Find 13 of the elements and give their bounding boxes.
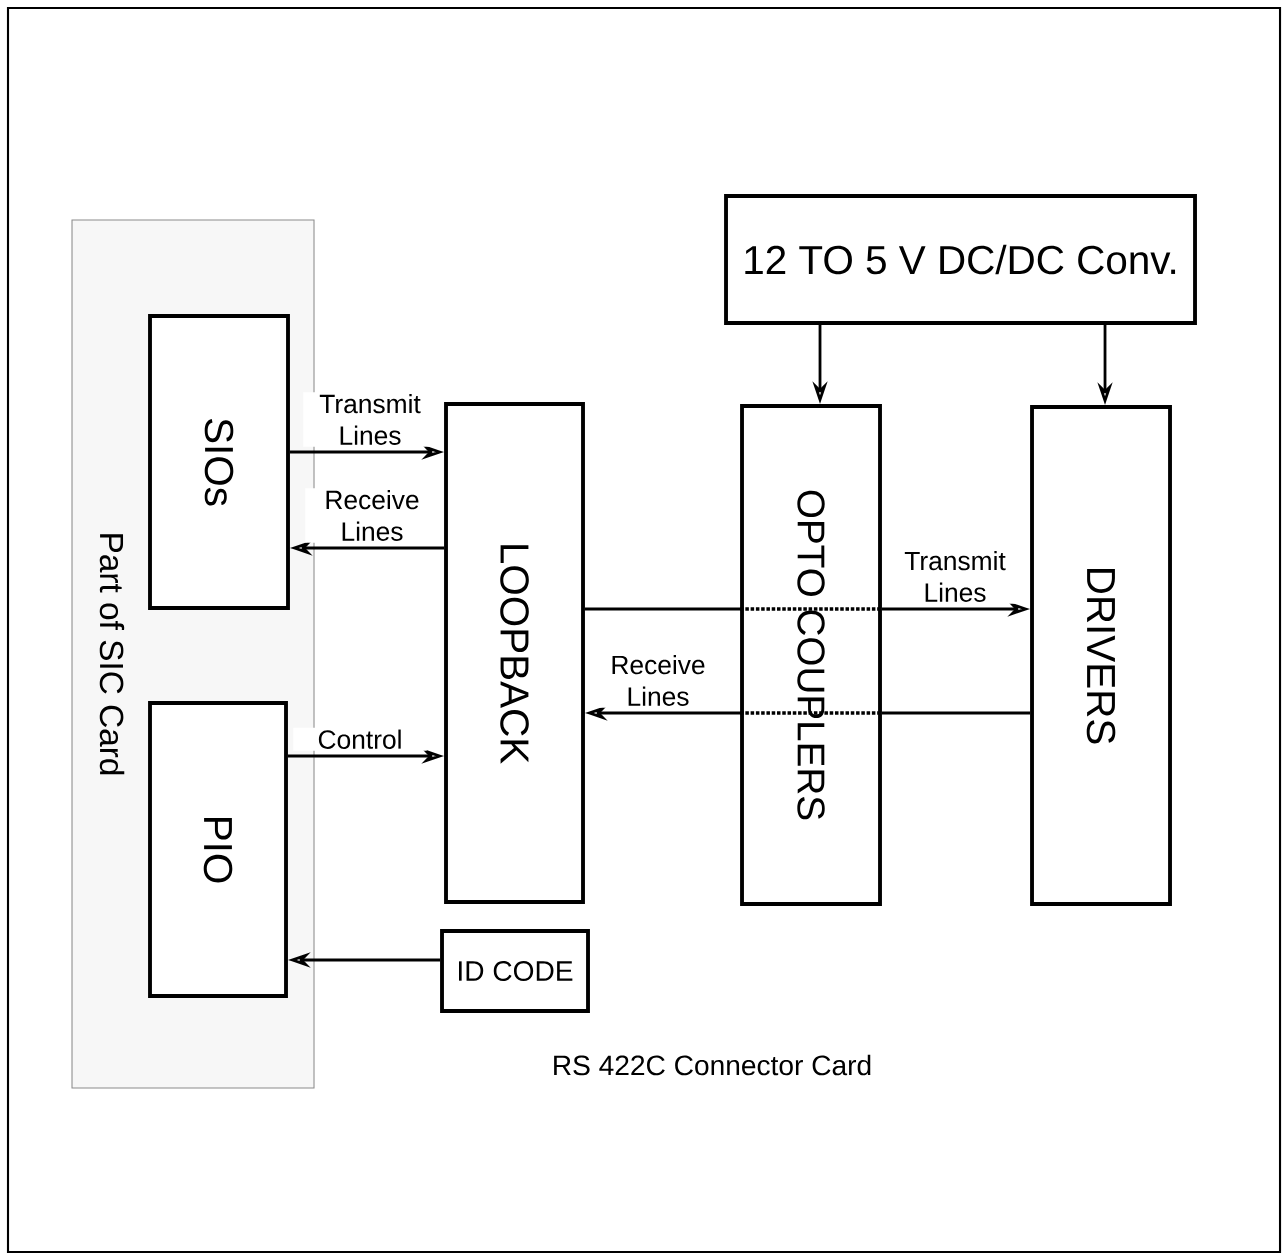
block-box: OPTO COUPLERS <box>740 404 882 906</box>
edge-label: Transmit Lines <box>888 549 1022 604</box>
edge-label: Control <box>293 727 427 751</box>
edge-label: Receive Lines <box>305 488 439 543</box>
block-box: ID CODE <box>440 929 590 1013</box>
edge-label: Transmit Lines <box>303 392 437 447</box>
block-box: SIOs <box>148 314 290 610</box>
caption: RS 422C Connector Card <box>554 1054 871 1076</box>
block-box: LOOPBACK <box>444 402 585 904</box>
block-box: 12 TO 5 V DC/DC Conv. <box>724 194 1197 325</box>
block-box: DRIVERS <box>1030 405 1172 906</box>
block-box: PIO <box>148 701 288 998</box>
edge-label: Receive Lines <box>591 653 725 708</box>
